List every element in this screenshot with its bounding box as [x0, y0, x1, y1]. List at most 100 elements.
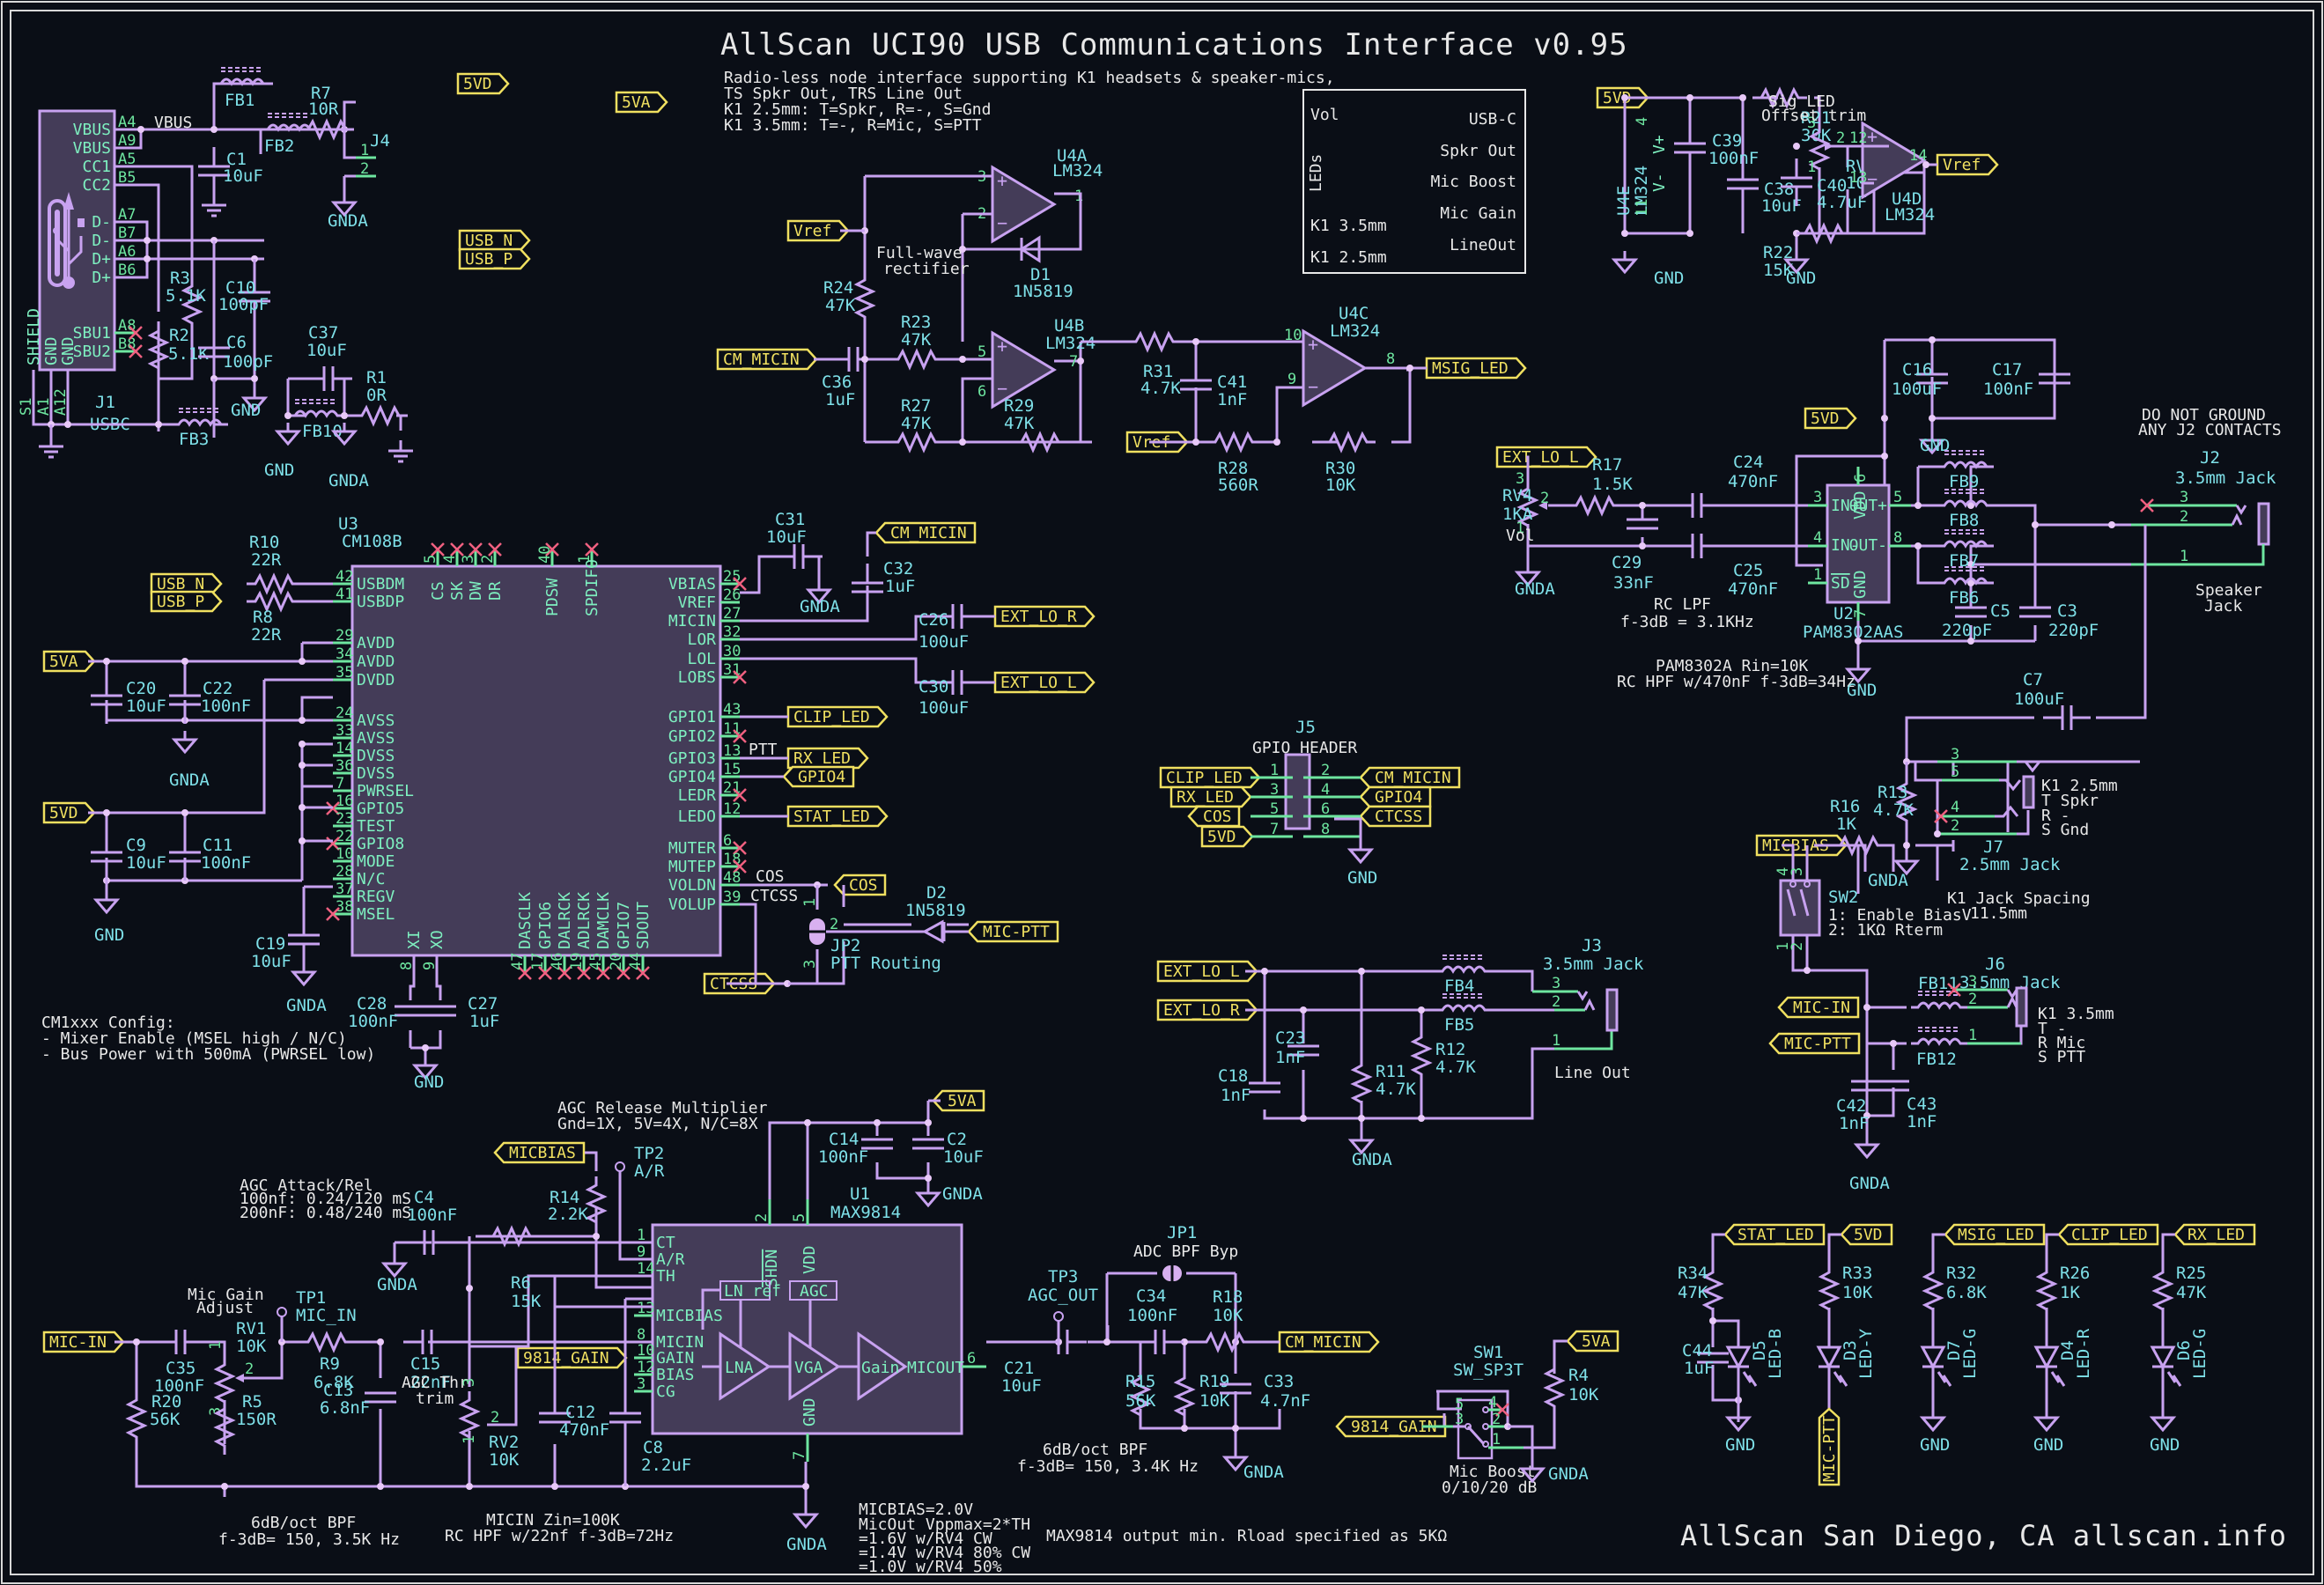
global-label-5vd[interactable]: 5VD [456, 72, 510, 95]
global-label-5va[interactable]: 5VA [1566, 1330, 1619, 1353]
j5-label-cos[interactable]: COS [1187, 805, 1241, 828]
resistor-r20[interactable] [127, 1390, 146, 1448]
resistor-r9[interactable] [298, 1332, 356, 1352]
test-point-tp2[interactable] [615, 1161, 625, 1172]
global-label-5vd[interactable]: 5VD [42, 801, 96, 824]
capacitor-c35[interactable] [155, 1328, 206, 1356]
capacitor-c39[interactable] [1672, 122, 1708, 173]
capacitor-c9[interactable] [89, 831, 124, 882]
capacitor-c31[interactable] [773, 542, 824, 571]
ferrite-fb1[interactable] [212, 66, 272, 85]
global-label-stat-led[interactable]: STAT_LED [786, 805, 889, 828]
k1-25-jack-j7[interactable] [2022, 775, 2035, 809]
led-net-label[interactable]: RX_LED [2173, 1223, 2256, 1246]
global-label-cm-micin[interactable]: CM_MICIN [716, 348, 818, 371]
global-label-usb_n[interactable]: USB_N [150, 572, 223, 595]
j5-label-cm-micin[interactable]: CM_MICIN [1359, 766, 1461, 789]
dip-switch-sw2[interactable] [1779, 879, 1821, 937]
diode-d2[interactable] [921, 919, 946, 944]
lineout-label-ext-lo-r[interactable]: EXT_LO_R [1156, 999, 1258, 1021]
ferrite-fb10[interactable] [286, 398, 346, 417]
global-label-5va[interactable]: 5VA [42, 650, 96, 673]
global-label-mic-ptt[interactable]: MIC-PTT [967, 920, 1059, 943]
capacitor-c36[interactable] [828, 345, 879, 373]
global-label-mic-in[interactable]: MIC-IN [42, 1331, 125, 1353]
j5-label-5vd[interactable]: 5VD [1200, 825, 1254, 848]
global-label-clip-led[interactable]: CLIP_LED [786, 705, 889, 728]
led-net-label[interactable]: MSIG_LED [1944, 1223, 2046, 1246]
global-label-ext-lo-l[interactable]: EXT_LO_L [993, 671, 1096, 694]
resistor-r27[interactable] [888, 432, 946, 452]
capacitor-c15[interactable] [402, 1328, 453, 1356]
lineout-jack-j3[interactable] [1605, 988, 1619, 1032]
diode-d1[interactable] [1019, 235, 1041, 263]
j5-label-ctcss[interactable]: CTCSS [1359, 805, 1432, 828]
global-label-mic-ptt[interactable]: MIC-PTT [1818, 1407, 1841, 1486]
test-point-tp3[interactable] [1053, 1311, 1064, 1322]
capacitor-c41[interactable] [1178, 359, 1214, 410]
capacitor-c11[interactable] [167, 831, 203, 882]
led-net-label[interactable]: CLIP_LED [2057, 1223, 2159, 1246]
global-label-rx-led[interactable]: RX_LED [786, 747, 869, 770]
global-label-micbias[interactable]: MICBIAS [493, 1141, 586, 1164]
resistor-r10[interactable] [245, 574, 303, 593]
resistor-r12[interactable] [1412, 1027, 1431, 1085]
resistor-r4[interactable] [1545, 1359, 1564, 1417]
resistor-r30[interactable] [1319, 432, 1377, 452]
resistor-r18[interactable] [1196, 1332, 1254, 1352]
lineout-label-ext-lo-l[interactable]: EXT_LO_L [1156, 960, 1258, 983]
global-label-usb_p[interactable]: USB_P [150, 590, 223, 613]
ferrite-fb3[interactable] [170, 407, 230, 426]
global-label-9814-gain[interactable]: 9814_GAIN [1335, 1415, 1447, 1438]
capacitor-c24[interactable] [1671, 491, 1723, 520]
codec-chip-u3[interactable] [350, 564, 722, 957]
led-net-label[interactable]: 5VD [1840, 1223, 1893, 1246]
global-label-5vd[interactable]: 5VD [1804, 407, 1857, 430]
rotary-switch-sw1[interactable] [1457, 1398, 1494, 1460]
capacitor-c34[interactable] [1134, 1328, 1185, 1356]
global-label-gpio4[interactable]: GPIO4 [782, 765, 855, 788]
global-label-9814-gain[interactable]: 9814_GAIN [516, 1346, 628, 1369]
resistor-r11[interactable] [1352, 1055, 1371, 1113]
j5-label-clip-led[interactable]: CLIP_LED [1159, 766, 1261, 789]
ferrite-fb5[interactable] [1434, 992, 1494, 1012]
resistor-r23[interactable] [888, 350, 946, 369]
j5-label-rx-led[interactable]: RX_LED [1169, 785, 1252, 808]
capacitor-c19[interactable] [286, 914, 321, 965]
ferrite-fb4[interactable] [1434, 954, 1494, 973]
resistor-r31[interactable] [1125, 332, 1184, 351]
ferrite-fb7[interactable] [1936, 528, 1996, 548]
capacitor-c7[interactable] [2041, 704, 2092, 732]
global-label-usb_p[interactable]: USB_P [458, 247, 531, 270]
global-label-vref[interactable]: Vref [786, 219, 850, 242]
resistor-r24[interactable] [855, 269, 874, 328]
global-label-micbias[interactable]: MICBIAS [1755, 834, 1848, 857]
global-label-cm-micin[interactable]: CM_MICIN [874, 521, 977, 544]
resistor-r28[interactable] [1205, 432, 1263, 452]
opamp-u4c[interactable] [1302, 329, 1367, 407]
capacitor-c21[interactable] [1037, 1328, 1088, 1356]
global-label-msig-led[interactable]: MSIG_LED [1425, 357, 1527, 380]
opamp-u4a[interactable] [991, 166, 1056, 243]
global-label-mic-in[interactable]: MIC-IN [1777, 996, 1860, 1019]
global-label-5va[interactable]: 5VA [932, 1089, 985, 1112]
resistor-r14[interactable] [587, 1175, 606, 1233]
speaker-jack-j2[interactable] [2257, 502, 2270, 546]
global-label-vref[interactable]: Vref [1936, 153, 1999, 176]
global-label-ext-lo-r[interactable]: EXT_LO_R [993, 605, 1096, 628]
j5-label-gpio4[interactable]: GPIO4 [1359, 785, 1432, 808]
led-net-label[interactable]: STAT_LED [1723, 1223, 1826, 1246]
resistor-r17[interactable] [1566, 496, 1624, 515]
test-point-tp1[interactable] [277, 1307, 287, 1317]
global-label-mic-ptt[interactable]: MIC-PTT [1768, 1032, 1861, 1055]
k1-35-jack-j6[interactable] [2015, 986, 2028, 1028]
global-label-cm-micin[interactable]: CM_MICIN [1278, 1331, 1380, 1353]
global-label-ext-lo-l[interactable]: EXT_LO_L [1495, 446, 1597, 468]
global-label-usb_n[interactable]: USB_N [458, 229, 531, 252]
global-label-cos[interactable]: COS [833, 874, 887, 896]
global-label-5va[interactable]: 5VA [615, 91, 668, 114]
resistor-r19[interactable] [1175, 1368, 1194, 1426]
ferrite-fb8[interactable] [1936, 488, 1996, 507]
ferrite-fb12[interactable] [1909, 1026, 1969, 1045]
capacitor-c25[interactable] [1671, 532, 1723, 560]
